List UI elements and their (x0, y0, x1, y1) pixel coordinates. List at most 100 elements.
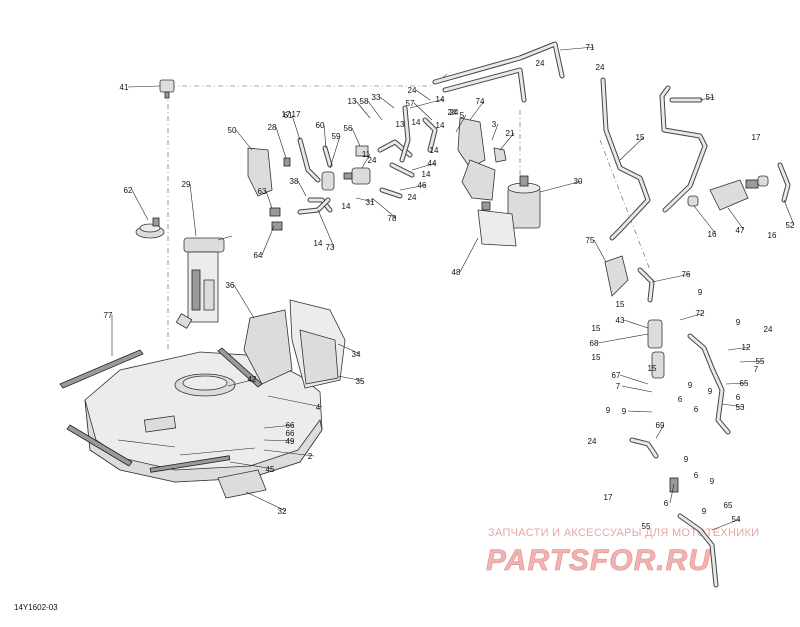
callout-75: 75 (586, 236, 595, 245)
callout-42: 42 (248, 375, 257, 384)
callout-24: 24 (448, 108, 457, 117)
callout-14: 14 (412, 118, 421, 127)
callout-17: 17 (604, 493, 613, 502)
callout-58: 58 (360, 97, 369, 106)
callout-leader-4 (267, 395, 323, 408)
callout-leader-66 (263, 424, 295, 429)
callout-leader-28 (275, 126, 287, 159)
watermark-brand: PARTSFOR.RU (486, 544, 711, 577)
callout-36: 36 (226, 281, 235, 290)
callout-leader-29 (189, 183, 197, 237)
callout-leader-44 (411, 162, 437, 171)
callout-55: 55 (642, 522, 651, 531)
callout-leader-69 (655, 424, 665, 439)
callout-leader-53 (721, 403, 745, 408)
callout-59: 59 (332, 132, 341, 141)
callout-65: 65 (724, 501, 733, 510)
callout-leader-72 (679, 312, 705, 321)
connector-56 (355, 145, 369, 157)
callout-6: 6 (736, 393, 741, 402)
callout-leader-76 (651, 273, 691, 283)
callout-72: 72 (696, 309, 705, 318)
fitting-75 (604, 255, 629, 297)
callout-24: 24 (408, 193, 417, 202)
callout-33: 33 (372, 93, 381, 102)
callout-32: 32 (278, 507, 287, 516)
callout-leader-13 (355, 100, 371, 119)
callout-66: 66 (286, 421, 295, 430)
callout-76: 76 (682, 270, 691, 279)
callout-leader-43 (623, 319, 649, 329)
callout-49: 49 (286, 437, 295, 446)
callout-leader-46 (399, 184, 427, 191)
callout-leader-6 (669, 483, 675, 504)
callout-24: 24 (588, 437, 597, 446)
callout-9: 9 (702, 507, 707, 516)
callout-leader-35 (337, 375, 365, 382)
callout-13: 13 (396, 120, 405, 129)
callout-48: 48 (452, 268, 461, 277)
callout-46: 46 (418, 181, 427, 190)
callout-17: 17 (752, 133, 761, 142)
callout-11: 11 (362, 150, 371, 159)
callout-15: 15 (636, 133, 645, 142)
fuel-tank (84, 351, 323, 483)
callout-68: 68 (590, 339, 599, 348)
callout-17: 17 (292, 110, 301, 119)
callout-55: 55 (756, 357, 765, 366)
callout-38: 38 (290, 177, 299, 186)
callout-leader-64 (261, 225, 275, 256)
fuel-cap (135, 217, 165, 239)
callout-leader-32 (245, 491, 287, 512)
callout-leader-58 (367, 100, 383, 121)
callout-41: 41 (120, 83, 129, 92)
callout-15: 15 (648, 364, 657, 373)
callout-leader-68 (597, 333, 649, 344)
callout-7: 7 (754, 365, 759, 374)
tank-strap-right (217, 347, 263, 388)
callout-61: 61 (284, 111, 293, 120)
callout-leader-47 (727, 207, 745, 231)
callout-9: 9 (606, 406, 611, 415)
heat-shield-left (243, 309, 293, 385)
callout-9: 9 (736, 318, 741, 327)
callout-14: 14 (314, 239, 323, 248)
bracket-50 (247, 147, 273, 197)
callout-14: 14 (436, 95, 445, 104)
callout-62: 62 (124, 186, 133, 195)
callout-15: 15 (592, 324, 601, 333)
callout-leader-7 (621, 385, 653, 393)
fitting-63 (269, 207, 281, 217)
tank-strap-upper (59, 349, 144, 389)
callout-24: 24 (450, 108, 459, 117)
heat-shield-inner (299, 329, 339, 385)
clip-28 (283, 157, 291, 167)
top-sensor (159, 79, 175, 99)
callout-14: 14 (342, 202, 351, 211)
callout-9: 9 (684, 455, 689, 464)
evap-canister (507, 175, 541, 229)
callout-16: 16 (768, 231, 777, 240)
callout-leader-21 (499, 132, 515, 151)
callout-leader-62 (131, 189, 149, 221)
callout-leader-41 (127, 85, 161, 88)
bracket-48 (477, 209, 517, 247)
callout-leader-75 (593, 239, 607, 263)
callout-69: 69 (656, 421, 665, 430)
callout-9: 9 (708, 387, 713, 396)
callout-44: 44 (428, 159, 437, 168)
callout-24: 24 (536, 59, 545, 68)
callout-leader-38 (297, 180, 307, 197)
callout-24: 24 (408, 86, 417, 95)
callout-9: 9 (622, 407, 627, 416)
callout-leader-3 (491, 123, 499, 141)
callout-leader-74 (469, 100, 485, 121)
callout-13: 13 (348, 97, 357, 106)
callout-6: 6 (694, 405, 699, 414)
callout-63: 63 (258, 187, 267, 196)
callout-6: 6 (694, 471, 699, 480)
callout-71: 71 (586, 43, 595, 52)
callout-15: 15 (592, 353, 601, 362)
callout-53: 53 (736, 403, 745, 412)
